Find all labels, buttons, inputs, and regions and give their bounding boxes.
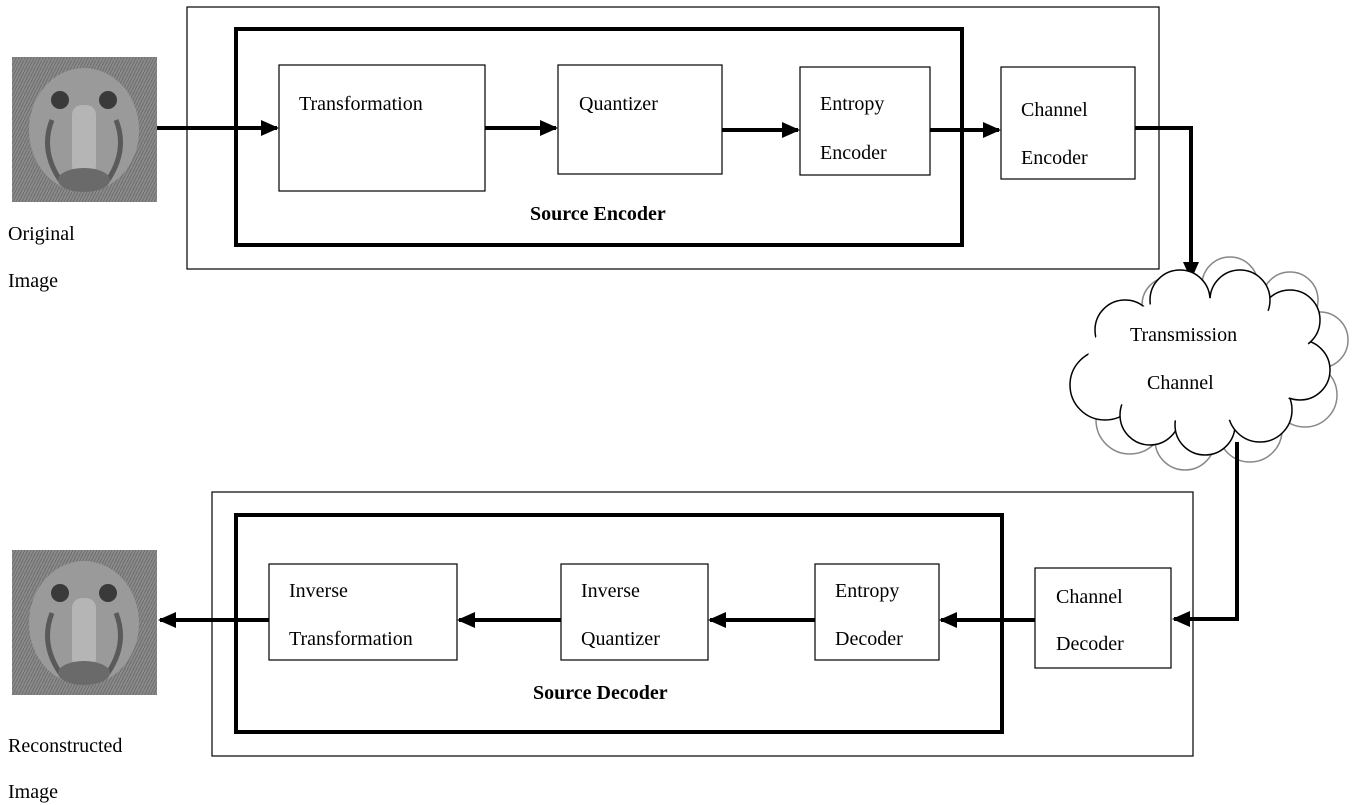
reconstructed-image-label-line2: Image: [8, 781, 58, 803]
transmission-channel-cloud: [1069, 256, 1349, 471]
arrow-channel-encoder-to-cloud: [1135, 126, 1199, 280]
channel-decoder-label-line2: Decoder: [1056, 633, 1124, 655]
source-encoder-label: Source Encoder: [530, 203, 666, 225]
entropy-decoder-label-line2: Decoder: [835, 628, 903, 650]
transformation-label: Transformation: [299, 93, 423, 115]
arrow-cloud-to-channel-decoder: [1172, 442, 1239, 627]
channel-encoder-label-line1: Channel: [1021, 99, 1088, 121]
entropy-decoder-block: [814, 563, 940, 661]
channel-decoder-label-line1: Channel: [1056, 586, 1123, 608]
quantizer-label: Quantizer: [579, 93, 658, 115]
transmission-channel-label-line1: Transmission: [1130, 324, 1237, 346]
entropy-encoder-label-line1: Entropy: [820, 93, 884, 115]
source-decoder-frame: [234, 513, 1004, 734]
original-image-label-line1: Original: [8, 223, 75, 245]
quantizer-block: [557, 64, 723, 175]
channel-decoder-block: [1034, 567, 1172, 669]
original-image: [12, 57, 157, 202]
inverse-transformation-block: [268, 563, 458, 661]
entropy-encoder-label-line2: Encoder: [820, 142, 887, 164]
inverse-transformation-label-line1: Inverse: [289, 580, 348, 602]
decoder-outer-frame: [211, 491, 1194, 757]
channel-encoder-label-line2: Encoder: [1021, 147, 1088, 169]
inverse-transformation-label-line2: Transformation: [289, 628, 413, 650]
inverse-quantizer-block: [560, 563, 709, 661]
inverse-quantizer-label-line2: Quantizer: [581, 628, 660, 650]
channel-encoder-block: [1000, 66, 1136, 180]
encoder-outer-frame: [186, 6, 1160, 270]
reconstructed-image-label-line1: Reconstructed: [8, 735, 122, 757]
original-image-label-line2: Image: [8, 270, 58, 292]
reconstructed-image: [12, 550, 157, 695]
source-decoder-label: Source Decoder: [533, 682, 668, 704]
transmission-channel-label-line2: Channel: [1147, 372, 1214, 394]
source-encoder-frame: [234, 27, 964, 247]
inverse-quantizer-label-line1: Inverse: [581, 580, 640, 602]
entropy-decoder-label-line1: Entropy: [835, 580, 899, 602]
entropy-encoder-block: [799, 66, 931, 176]
transformation-block: [278, 64, 486, 192]
